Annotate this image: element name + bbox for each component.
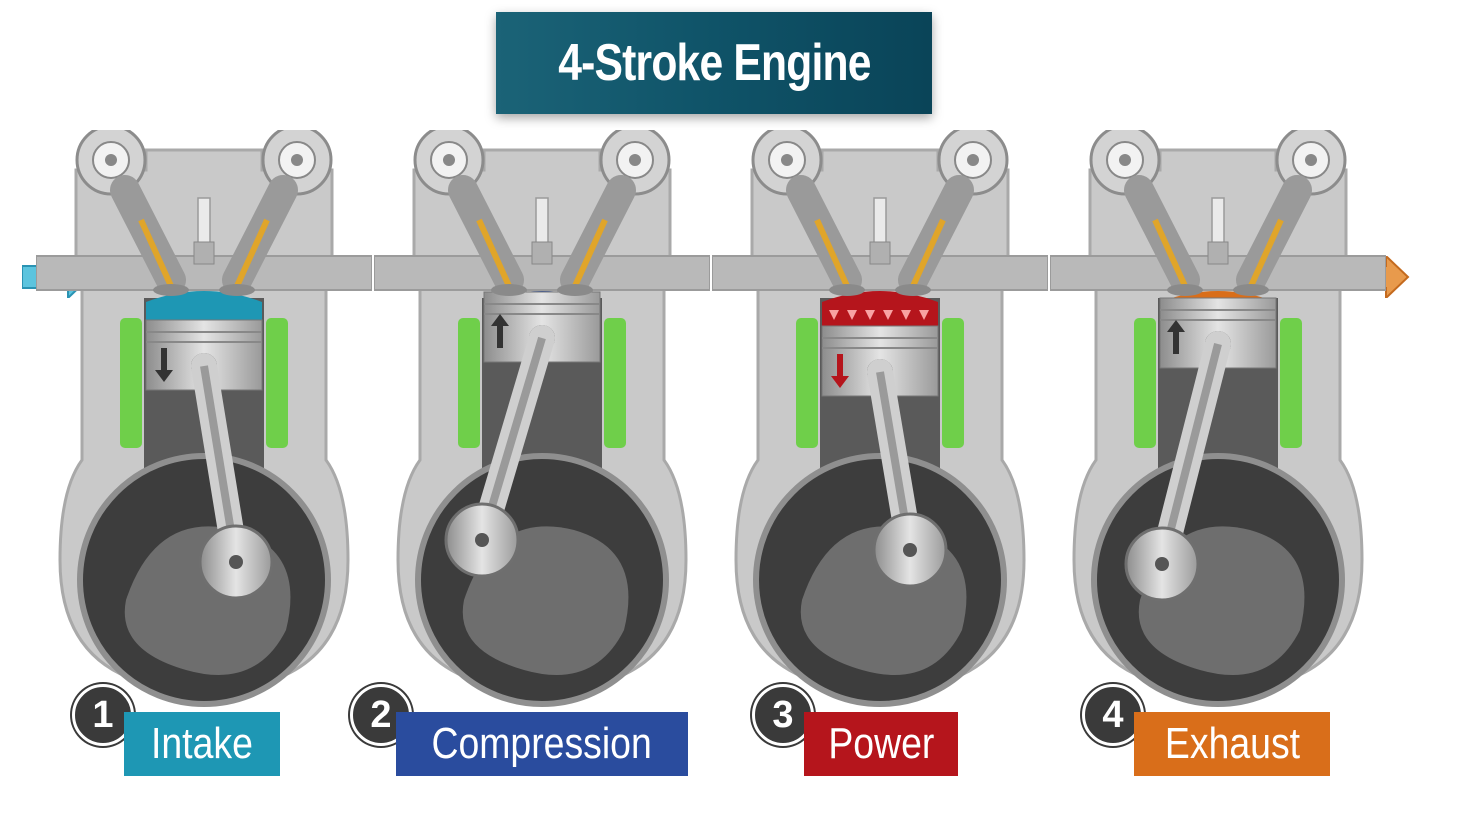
crank-journal-center — [475, 533, 489, 547]
engine-diagram-compression — [374, 130, 710, 707]
camshaft-center — [443, 154, 455, 166]
spark-plug-base — [869, 241, 891, 265]
valve-stem — [138, 218, 174, 288]
piston-direction-arrow-icon — [831, 354, 849, 388]
connecting-rod-web — [1158, 343, 1222, 565]
stroke-label-text: Power — [827, 719, 935, 768]
stroke-label-power: Power — [804, 712, 958, 776]
stroke-label-compression: Compression — [396, 712, 688, 776]
stroke-label-text: Compression — [431, 719, 653, 768]
expansion-arrow-icon — [901, 310, 911, 320]
expansion-arrow-icon — [865, 310, 875, 320]
valve-head — [153, 284, 189, 296]
valve-head — [1233, 284, 1269, 296]
coolant-jacket — [1280, 318, 1302, 448]
coolant-jacket — [604, 318, 626, 448]
spark-plug-base — [531, 241, 553, 265]
stroke-label-intake: Intake — [124, 712, 280, 776]
coolant-jacket — [796, 318, 818, 448]
step-number-badge: 3 — [752, 684, 814, 746]
combustion-gas — [146, 291, 262, 320]
camshaft-center — [629, 154, 641, 166]
step-number: 1 — [92, 693, 114, 736]
camshaft-center — [1305, 154, 1317, 166]
engine-diagram-power — [712, 130, 1048, 707]
valve-stem — [234, 218, 270, 288]
coolant-jacket — [120, 318, 142, 448]
step-number: 2 — [370, 693, 392, 736]
coolant-jacket — [458, 318, 480, 448]
engine-diagram-exhaust — [1050, 130, 1386, 707]
coolant-jacket — [266, 318, 288, 448]
stroke-label-text: Exhaust — [1164, 719, 1300, 768]
stroke-label-exhaust: Exhaust — [1134, 712, 1330, 776]
camshaft-center — [967, 154, 979, 166]
camshaft-center — [781, 154, 793, 166]
spark-plug-base — [1207, 241, 1229, 265]
spark-plug-base — [193, 241, 215, 265]
valve-stem — [572, 218, 608, 288]
expansion-arrow-icon — [919, 310, 929, 320]
coolant-jacket — [942, 318, 964, 448]
valve-head — [895, 284, 931, 296]
valve-head — [1167, 284, 1203, 296]
engine-diagram-intake — [36, 130, 372, 707]
crank-journal-center — [903, 543, 917, 557]
crank-journal-center — [229, 555, 243, 569]
valve-stem — [910, 218, 946, 288]
page-title: 4-Stroke Engine — [557, 34, 871, 92]
valve-stem — [814, 218, 850, 288]
expansion-arrow-icon — [847, 310, 857, 320]
stroke-label-text: Intake — [151, 719, 253, 768]
crank-journal-center — [1155, 557, 1169, 571]
camshaft-center — [105, 154, 117, 166]
piston-direction-arrow-icon — [491, 314, 509, 348]
piston-direction-arrow-icon — [1167, 320, 1185, 354]
step-number: 3 — [772, 693, 794, 736]
camshaft-center — [1119, 154, 1131, 166]
piston-direction-arrow-icon — [155, 348, 173, 382]
camshaft-center — [291, 154, 303, 166]
valve-head — [491, 284, 527, 296]
expansion-arrow-icon — [829, 310, 839, 320]
valve-head — [219, 284, 255, 296]
step-number-badge: 1 — [72, 684, 134, 746]
valve-head — [557, 284, 593, 296]
step-number: 4 — [1102, 693, 1124, 736]
title-banner: 4-Stroke Engine — [496, 12, 932, 114]
valve-stem — [476, 218, 512, 288]
expansion-arrow-icon — [883, 310, 893, 320]
valve-stem — [1152, 218, 1188, 288]
valve-stem — [1248, 218, 1284, 288]
coolant-jacket — [1134, 318, 1156, 448]
valve-head — [829, 284, 865, 296]
